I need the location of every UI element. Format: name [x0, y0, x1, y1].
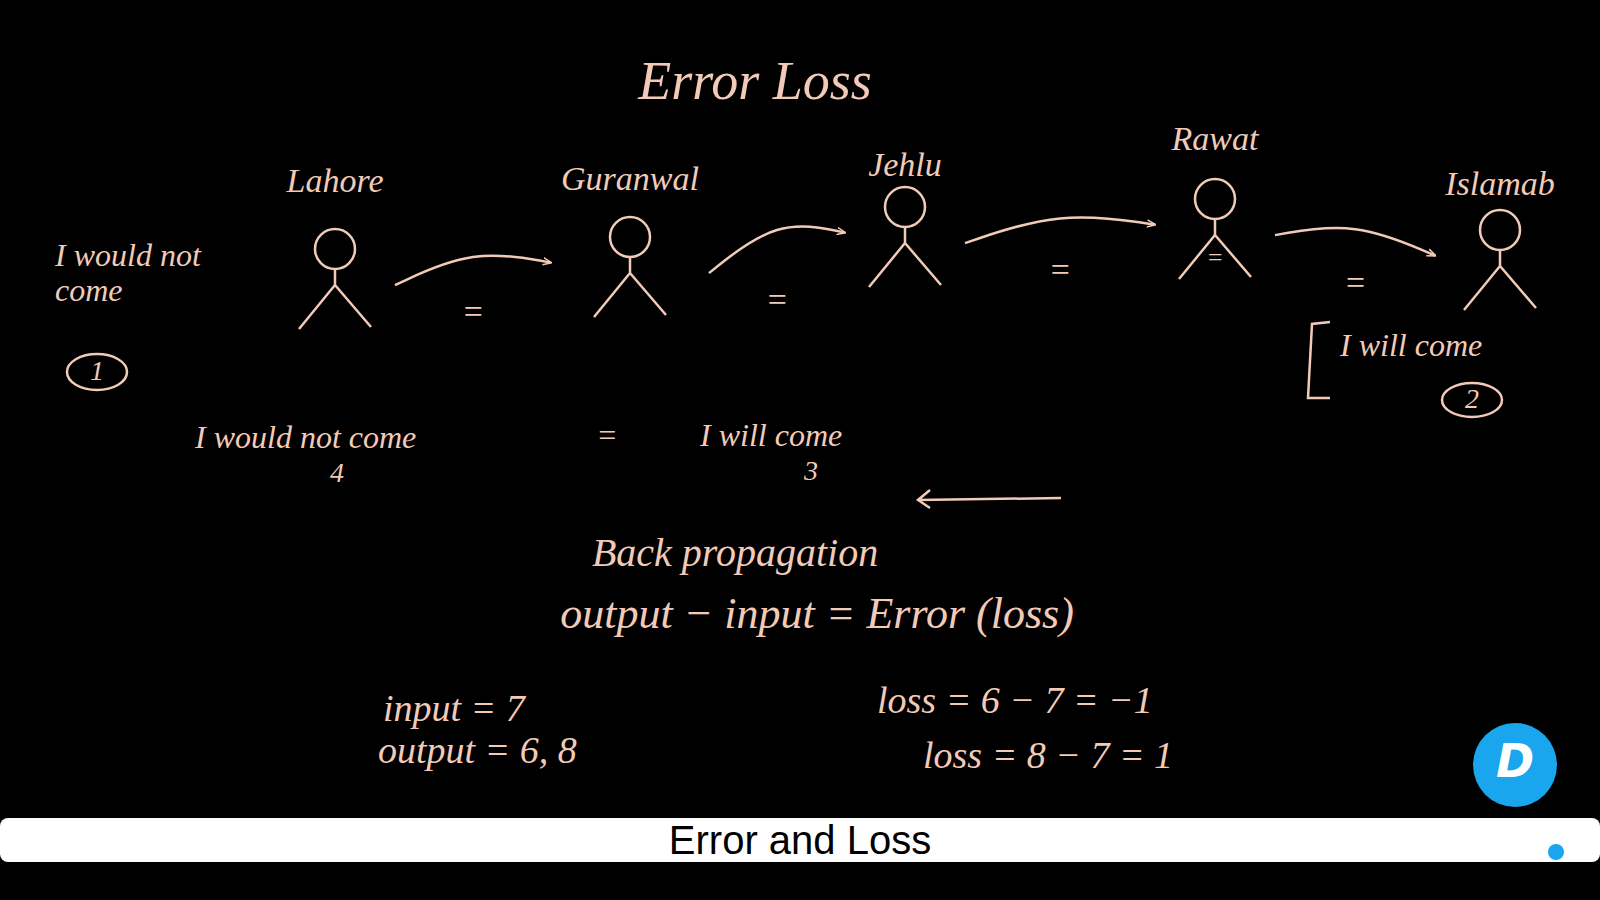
stick-figure	[1450, 208, 1550, 313]
person-figure: Jehlu	[855, 146, 955, 290]
stick-figure	[580, 215, 680, 320]
chalk-note: 2	[1465, 384, 1479, 415]
stick-figure	[285, 227, 385, 332]
city-name: Islamab	[1445, 165, 1555, 202]
logo-badge	[1473, 723, 1557, 807]
chalk-note: input = 7	[383, 688, 525, 730]
logo-dot	[1548, 844, 1564, 860]
logo-letter: D	[1496, 736, 1534, 787]
arrow-connector	[1275, 228, 1435, 256]
edge-label: =	[761, 281, 792, 318]
chalk-note: I will come	[700, 418, 842, 453]
chalk-note: I will come	[1340, 328, 1482, 363]
callout-circle	[67, 354, 127, 390]
chalk-note: loss = 6 − 7 = −1	[877, 680, 1153, 722]
direction-arrow	[918, 490, 1061, 508]
arrow-connector	[709, 227, 845, 274]
callout-circle	[1442, 383, 1502, 417]
city-name: Lahore	[287, 162, 384, 199]
caption: Error and Loss	[669, 818, 931, 862]
bracket	[1308, 322, 1330, 398]
chalk-note: 4	[330, 458, 344, 489]
arrow-connector	[965, 217, 1155, 243]
edge-label: =	[1340, 264, 1371, 301]
city-name: Jehlu	[868, 146, 942, 183]
chalk-note: 3	[804, 456, 818, 487]
chalk-note: =	[596, 418, 618, 453]
caption-bar	[0, 818, 1600, 862]
stick-figure	[855, 185, 955, 290]
edge-label: =	[458, 293, 489, 330]
arrow-connector	[395, 256, 551, 285]
chalk-note: loss = 8 − 7 = 1	[923, 735, 1173, 777]
city-name: Guranwal	[561, 160, 699, 197]
title: Error Loss	[638, 52, 872, 111]
city-name: Rawat	[1172, 120, 1259, 157]
chalk-note: I would not come	[195, 420, 416, 455]
person-figure: Guranwal	[561, 160, 699, 320]
chalk-note: 1	[90, 356, 104, 387]
chalk-note: =	[1206, 244, 1224, 273]
person-figure: Lahore	[285, 162, 385, 332]
chalk-note: output = 6, 8	[378, 730, 577, 772]
chalk-note: output − input = Error (loss)	[560, 590, 1074, 638]
chalk-note: I would not come	[55, 238, 225, 308]
chalk-note: Back propagation	[592, 531, 878, 575]
edge-label: =	[1045, 251, 1076, 288]
person-figure: Islamab	[1445, 165, 1555, 313]
